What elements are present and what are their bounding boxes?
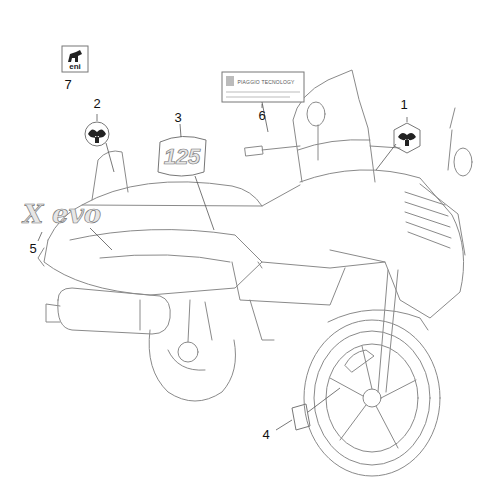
seat (82, 182, 262, 206)
rear-wheel (149, 330, 235, 401)
callout-number: 4 (262, 428, 269, 441)
exhaust (58, 288, 171, 334)
front-fairing (300, 170, 464, 318)
front-wheel (304, 320, 440, 476)
front-badge (394, 123, 420, 153)
callout-number: 6 (258, 109, 265, 122)
front-fender (328, 310, 428, 330)
callout-number: 3 (174, 111, 181, 124)
callout-number: 5 (29, 242, 36, 255)
piaggio-badge (85, 122, 109, 146)
windshield (293, 70, 375, 182)
technology-plate (222, 72, 304, 102)
callout-number: 1 (400, 98, 407, 111)
logo-text: eni (69, 63, 81, 71)
decal-text: X evo (23, 201, 101, 227)
callout-number: 2 (93, 97, 100, 110)
plate-text: PIAGGIO TECNOLOGY (237, 80, 294, 85)
leader-lines (38, 102, 407, 430)
decal-125 (158, 136, 206, 176)
eni-badge (62, 46, 88, 72)
small-decal (292, 404, 310, 430)
decal-text: 125 (164, 146, 201, 168)
callout-number: 7 (64, 78, 71, 91)
